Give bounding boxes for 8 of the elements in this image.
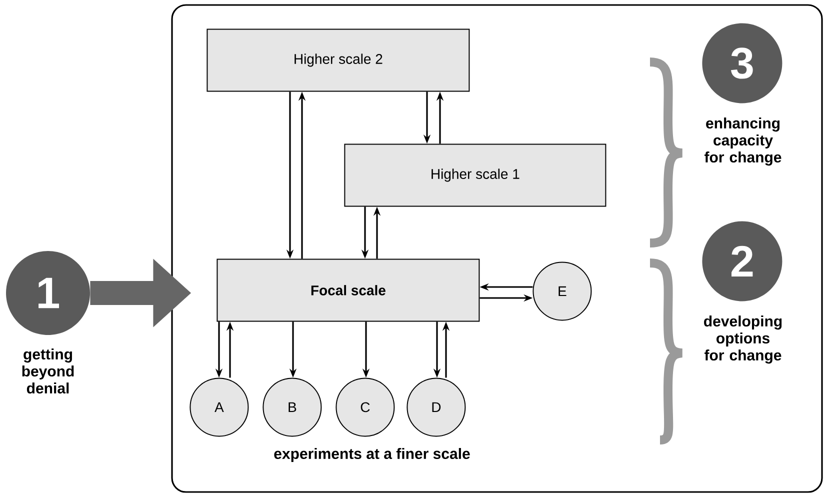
scale-box: Higher scale 2 xyxy=(206,28,470,92)
step-caption: developing options for change xyxy=(704,316,782,364)
step-caption: enhancing capacity for change xyxy=(704,118,782,166)
step-caption: getting beyond denial xyxy=(22,348,74,394)
group-label: experiments at a finer scale xyxy=(274,448,470,462)
diagram-frame xyxy=(171,4,823,493)
scale-box: Focal scale xyxy=(216,258,480,322)
scale-box: Higher scale 1 xyxy=(344,144,606,207)
